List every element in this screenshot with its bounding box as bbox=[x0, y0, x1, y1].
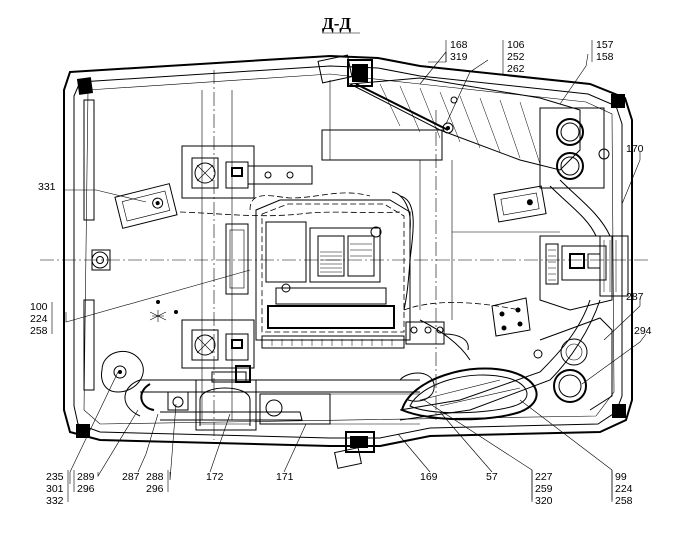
callout-168-line1: 168 bbox=[450, 39, 468, 51]
right-center-block bbox=[405, 297, 531, 351]
right-lower-wall bbox=[399, 299, 601, 421]
callout-99-line2: 224 bbox=[615, 483, 633, 495]
callout-157-line1: 157 bbox=[596, 39, 614, 51]
door-pillar-bottom bbox=[334, 431, 375, 469]
callout-169: 169 bbox=[420, 471, 438, 483]
callout-100-line1: 100 bbox=[30, 301, 48, 313]
callout-235-line1: 235 bbox=[46, 471, 64, 483]
callout-235-line2: 301 bbox=[46, 483, 64, 495]
bottom-chain-loop bbox=[399, 367, 538, 421]
central-console bbox=[225, 199, 411, 349]
callout-100-line3: 258 bbox=[30, 325, 48, 337]
callout-288-line2: 296 bbox=[146, 483, 164, 495]
callout-157-line2: 158 bbox=[596, 51, 614, 63]
callout-294: 294 bbox=[634, 325, 652, 337]
lower-right-gauges bbox=[533, 338, 588, 403]
callout-106-line3: 262 bbox=[507, 63, 525, 75]
callout-57: 57 bbox=[486, 471, 498, 483]
upper-duct bbox=[348, 77, 581, 171]
callout-227-line3: 320 bbox=[535, 495, 553, 507]
callout-172: 172 bbox=[206, 471, 224, 483]
callout-227-line1: 227 bbox=[535, 471, 553, 483]
lower-left-unit bbox=[181, 319, 255, 369]
lower-left-bracket bbox=[101, 350, 144, 393]
gauge-cluster bbox=[539, 107, 610, 189]
door-pillar-top bbox=[317, 54, 373, 87]
cross-markers bbox=[149, 300, 178, 322]
callout-labels: 168 319 106 252 262 157 158 170 331 100 … bbox=[30, 39, 652, 507]
lower-right-frame bbox=[539, 317, 613, 411]
callout-288-line1: 288 bbox=[146, 471, 164, 483]
callout-227-line2: 259 bbox=[535, 483, 553, 495]
callout-100-line2: 224 bbox=[30, 313, 48, 325]
callout-171: 171 bbox=[276, 471, 294, 483]
callout-106-line1: 106 bbox=[507, 39, 525, 51]
callout-331: 331 bbox=[38, 181, 56, 193]
callout-235-line3: 332 bbox=[46, 495, 64, 507]
component-331 bbox=[114, 183, 178, 229]
callout-289-line2: 296 bbox=[77, 483, 95, 495]
callout-99-line3: 258 bbox=[615, 495, 633, 507]
callout-289-line1: 289 bbox=[77, 471, 95, 483]
callout-287-right: 287 bbox=[626, 291, 644, 303]
callout-99-line1: 99 bbox=[615, 471, 627, 483]
wiring-harness bbox=[179, 191, 521, 361]
structure-lines bbox=[201, 80, 560, 420]
component-500 bbox=[493, 185, 547, 223]
corner-posts bbox=[76, 77, 626, 438]
callout-106-line2: 252 bbox=[507, 51, 525, 63]
left-wall-details bbox=[83, 99, 111, 391]
section-title: Д-Д bbox=[322, 14, 351, 33]
callout-287-bottom: 287 bbox=[122, 471, 140, 483]
right-instrument-panel bbox=[539, 179, 629, 311]
callout-170: 170 bbox=[626, 143, 644, 155]
cab-frame bbox=[63, 54, 633, 447]
bottom-frame bbox=[124, 365, 420, 431]
upper-left-unit bbox=[181, 145, 313, 199]
callout-168-line2: 319 bbox=[450, 51, 468, 63]
